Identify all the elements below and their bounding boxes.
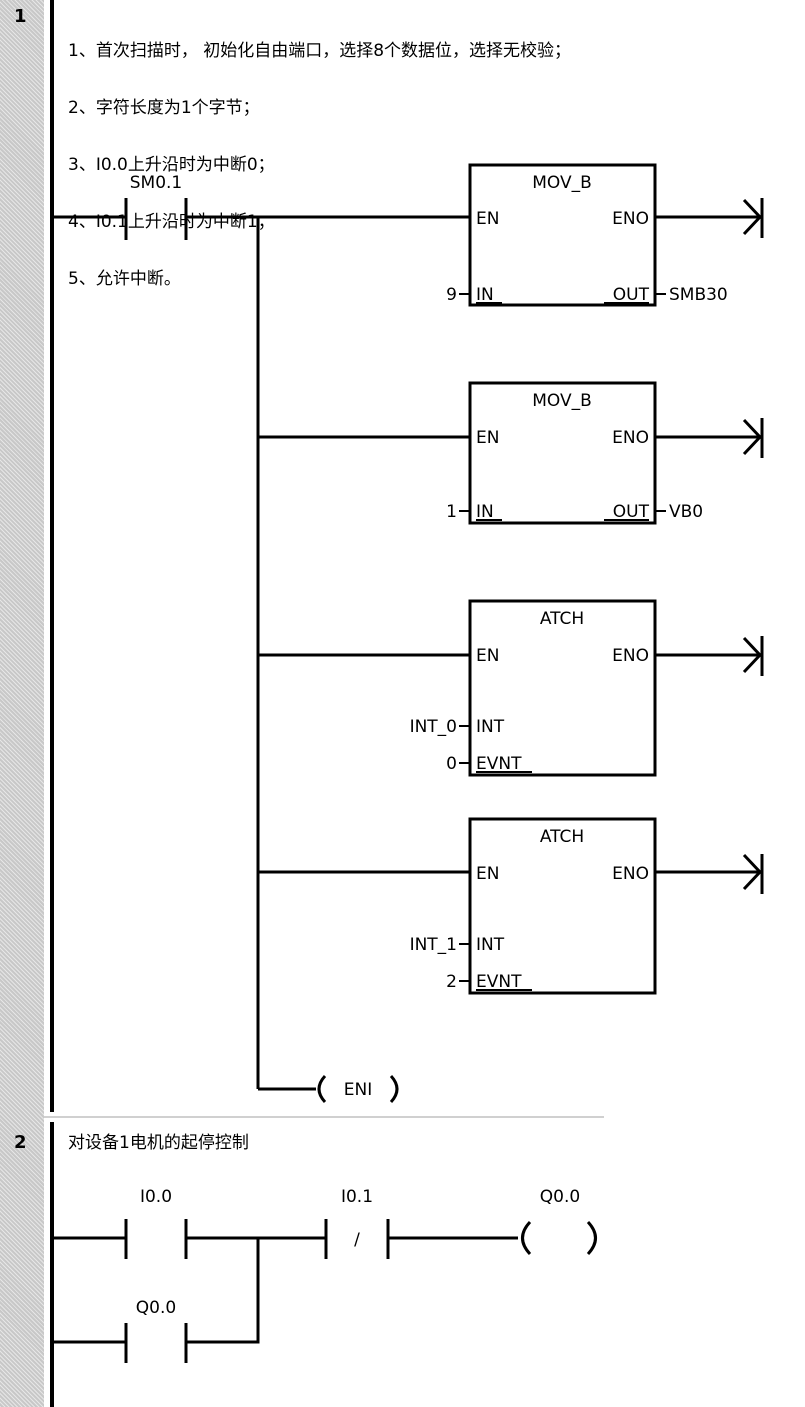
box-4-evnt-value: 2 (446, 972, 457, 992)
box-2-title: MOV_B (532, 391, 592, 411)
eni-coil-text: ENI (344, 1080, 372, 1100)
box-3-int-pin: INT (476, 717, 505, 737)
box-3-evnt-pin: EVNT (476, 754, 522, 774)
box-1-out-pin: OUT (613, 285, 650, 305)
network-2-comment[interactable]: 对设备1电机的起停控制 (68, 1133, 249, 1153)
mov-b-box-2[interactable]: MOV_B EN ENO IN OUT 1 VB0 (446, 381, 764, 525)
box-2-out-pin: OUT (613, 502, 650, 522)
box-2-in-value: 1 (446, 502, 457, 522)
coil-q00[interactable]: Q0.0 (521, 1187, 597, 1256)
box-1-in-value: 9 (446, 285, 457, 305)
network-number-1[interactable]: 1 (14, 6, 27, 27)
wire-parallel-branch (186, 1238, 260, 1344)
comment-line-5: 5、允许中断。 (68, 269, 181, 289)
box-3-eno: ENO (612, 646, 649, 666)
contact-i00[interactable]: I0.0 (54, 1187, 188, 1259)
contact-q00-parallel-label: Q0.0 (136, 1298, 176, 1318)
box-4-en: EN (476, 864, 499, 884)
contact-sm01-label: SM0.1 (130, 173, 183, 193)
comment-line-3: 3、I0.0上升沿时为中断0； (68, 155, 275, 175)
atch-box-1[interactable]: ATCH EN ENO INT EVNT INT_0 0 (410, 599, 764, 777)
network-gutter (0, 0, 44, 1407)
box-3-en: EN (476, 646, 499, 666)
contact-q00-parallel[interactable]: Q0.0 (54, 1298, 188, 1363)
box-3-title: ATCH (540, 609, 584, 629)
contact-i00-label: I0.0 (140, 1187, 172, 1207)
comment-line-2: 2、字符长度为1个字节； (68, 98, 260, 118)
box-2-en: EN (476, 428, 499, 448)
power-rail-network-1 (50, 0, 54, 1112)
contact-i01-symbol: / (354, 1230, 360, 1250)
contact-i01-label: I0.1 (341, 1187, 373, 1207)
eni-coil[interactable]: ENI (317, 1074, 399, 1104)
box-3-evnt-value: 0 (446, 754, 457, 774)
box-4-int-pin: INT (476, 935, 505, 955)
box-1-title: MOV_B (532, 173, 592, 193)
contact-sm01[interactable]: SM0.1 (54, 173, 188, 240)
box-1-in-pin: IN (476, 285, 494, 305)
box-2-eno: ENO (612, 428, 649, 448)
network-number-2[interactable]: 2 (14, 1132, 27, 1153)
box-1-en: EN (476, 209, 499, 229)
contact-i01-nc[interactable]: I0.1 / (324, 1187, 390, 1259)
box-4-eno: ENO (612, 864, 649, 884)
box-2-out-value: VB0 (669, 502, 703, 522)
box-2-in-pin: IN (476, 502, 494, 522)
box-4-evnt-pin: EVNT (476, 972, 522, 992)
comment-line-1: 1、首次扫描时， 初始化自由端口，选择8个数据位，选择无校验； (68, 41, 572, 61)
gutter-edge (44, 0, 50, 1407)
coil-q00-label: Q0.0 (540, 1187, 580, 1207)
box-3-int-value: INT_0 (410, 717, 457, 737)
box-1-out-value: SMB30 (669, 285, 728, 305)
box-4-int-value: INT_1 (410, 935, 457, 955)
box-4-title: ATCH (540, 827, 584, 847)
atch-box-2[interactable]: ATCH EN ENO INT EVNT INT_1 2 (410, 817, 764, 995)
mov-b-box-1[interactable]: MOV_B EN ENO IN OUT 9 SMB30 (446, 163, 764, 307)
power-rail-network-2 (50, 1122, 54, 1407)
network-separator (44, 1116, 604, 1118)
box-1-eno: ENO (612, 209, 649, 229)
